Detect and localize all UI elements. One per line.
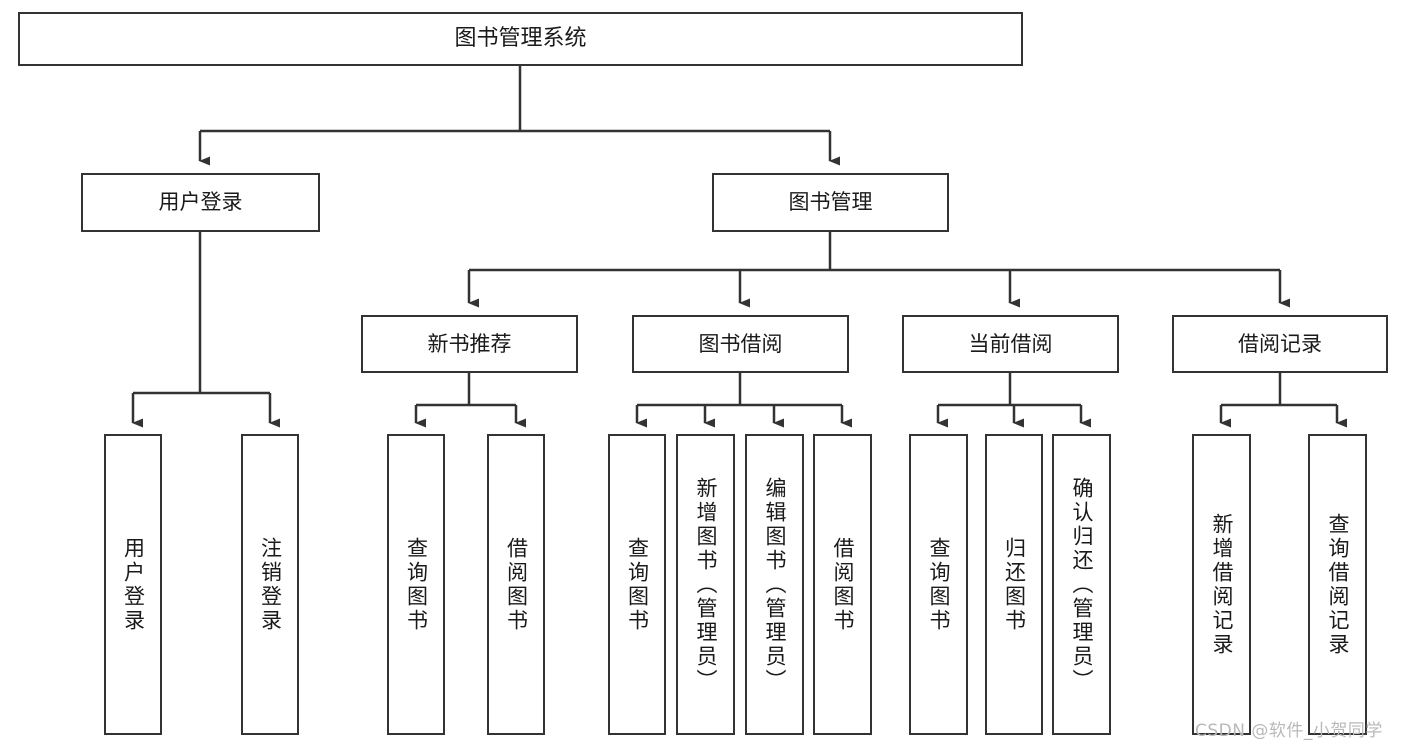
node-label: 确认归还（管理员）: [1070, 476, 1094, 693]
node-leaf-edit-book-admin[interactable]: 编辑图书（管理员）: [745, 434, 804, 735]
node-leaf-logout[interactable]: 注销登录: [241, 434, 299, 735]
node-book-management[interactable]: 图书管理: [712, 173, 949, 232]
connector-lines: [131, 66, 1347, 428]
node-label: 当前借阅: [968, 331, 1053, 356]
node-label: 归还图书: [1002, 536, 1027, 633]
node-label: 查询借阅记录: [1326, 512, 1350, 657]
node-label: 注销登录: [258, 536, 283, 633]
node-leaf-borrow-book-recommend[interactable]: 借阅图书: [487, 434, 545, 735]
node-book-borrow[interactable]: 图书借阅: [632, 315, 849, 373]
node-leaf-query-book-borrow[interactable]: 查询图书: [608, 434, 666, 735]
node-leaf-confirm-return-admin[interactable]: 确认归还（管理员）: [1052, 434, 1111, 735]
node-label: 借阅图书: [504, 536, 529, 633]
node-root-book-management-system[interactable]: 图书管理系统: [18, 12, 1023, 66]
node-borrow-record[interactable]: 借阅记录: [1172, 315, 1388, 373]
node-label: 用户登录: [121, 536, 146, 633]
node-label: 借阅记录: [1238, 331, 1322, 356]
node-label: 查询图书: [625, 536, 650, 633]
node-leaf-user-login[interactable]: 用户登录: [104, 434, 162, 735]
node-leaf-query-book-recommend[interactable]: 查询图书: [387, 434, 445, 735]
node-label: 编辑图书（管理员）: [763, 476, 787, 693]
node-label: 图书借阅: [698, 331, 783, 356]
node-label: 用户登录: [158, 190, 243, 215]
node-label: 图书管理: [788, 190, 873, 215]
node-label: 新增图书（管理员）: [694, 476, 718, 693]
node-current-borrow[interactable]: 当前借阅: [902, 315, 1119, 373]
node-leaf-return-book[interactable]: 归还图书: [985, 434, 1043, 735]
node-label: 查询图书: [404, 536, 429, 633]
node-label: 新增借阅记录: [1210, 512, 1234, 657]
csdn-watermark: CSDN @软件_小贺同学: [1195, 721, 1383, 741]
node-label: 新书推荐: [427, 331, 512, 356]
node-label: 图书管理系统: [454, 26, 587, 52]
node-leaf-borrow-book[interactable]: 借阅图书: [813, 434, 872, 735]
node-user-login[interactable]: 用户登录: [81, 173, 320, 232]
node-leaf-add-borrow-record[interactable]: 新增借阅记录: [1192, 434, 1251, 735]
node-leaf-query-book-current[interactable]: 查询图书: [909, 434, 968, 735]
node-label: 借阅图书: [831, 536, 855, 633]
node-label: 查询图书: [927, 536, 951, 633]
node-leaf-query-borrow-record[interactable]: 查询借阅记录: [1308, 434, 1367, 735]
node-new-book-recommend[interactable]: 新书推荐: [361, 315, 578, 373]
node-leaf-add-book-admin[interactable]: 新增图书（管理员）: [676, 434, 735, 735]
